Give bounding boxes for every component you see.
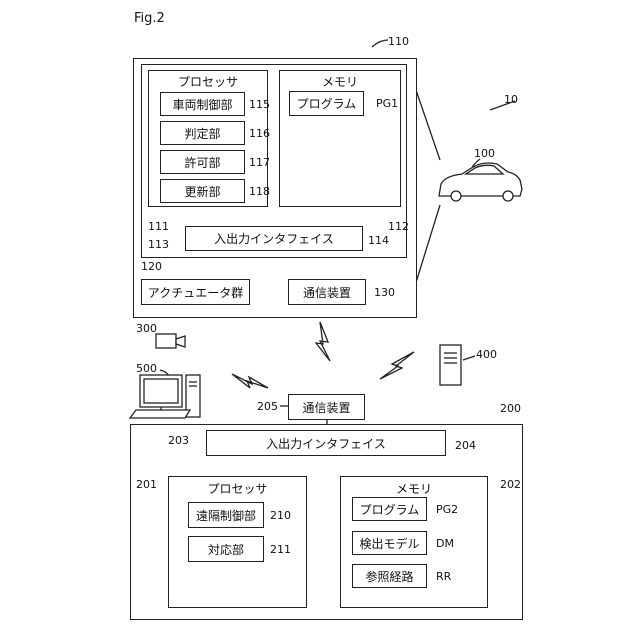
- remote-program: プログラム: [352, 497, 427, 521]
- remote-io-interface: 入出力インタフェイス: [206, 430, 446, 456]
- remote-comm-ref: 205: [257, 400, 278, 413]
- judgment-unit: 判定部: [160, 121, 245, 145]
- vehicle-memory-ref: 112: [388, 220, 409, 233]
- wireless-signal-icon: [232, 374, 268, 388]
- judgment-unit-ref: 116: [249, 127, 270, 140]
- remote-program-ref: PG2: [436, 503, 458, 516]
- wireless-signal-icon: [380, 352, 414, 379]
- remote-memory-ref: 202: [500, 478, 521, 491]
- vehicle-processor-title: プロセッサ: [149, 73, 267, 90]
- remote-control-unit: 遠隔制御部: [188, 502, 264, 528]
- car-ref: 100: [474, 147, 495, 160]
- response-unit: 対応部: [188, 536, 264, 562]
- server-icon: [440, 345, 461, 385]
- figure-title: Fig.2: [134, 12, 165, 26]
- remote-memory-title: メモリ: [341, 480, 487, 497]
- terminal-ref: 500: [136, 362, 157, 375]
- vehicle-io-ref-right: 114: [368, 234, 389, 247]
- vehicle-program-ref: PG1: [376, 97, 398, 110]
- response-unit-ref: 211: [270, 543, 291, 556]
- remote-comm-device: 通信装置: [288, 394, 365, 420]
- vehicle-comm-device: 通信装置: [288, 279, 366, 305]
- vehicle-processor-ref: 111: [148, 220, 169, 233]
- camera-icon: [156, 334, 185, 348]
- vehicle-io-ref-left: 113: [148, 238, 169, 251]
- wireless-signal-icon: [316, 322, 330, 361]
- remote-processor-title: プロセッサ: [169, 480, 306, 497]
- remote-processor-ref: 201: [136, 478, 157, 491]
- system-ref: 10: [504, 93, 518, 106]
- permission-unit-ref: 117: [249, 156, 270, 169]
- remote-io-ref-left: 203: [168, 434, 189, 447]
- server-ref: 400: [476, 348, 497, 361]
- actuator-group: アクチュエータ群: [141, 279, 250, 305]
- actuator-group-ref: 120: [141, 260, 162, 273]
- computer-icon: [130, 375, 200, 418]
- vehicle-io-interface: 入出力インタフェイス: [185, 226, 363, 251]
- remote-io-ref-right: 204: [455, 439, 476, 452]
- vehicle-comm-ref: 130: [374, 286, 395, 299]
- vehicle-ref: 110: [388, 35, 409, 48]
- update-unit: 更新部: [160, 179, 245, 203]
- vehicle-memory-title: メモリ: [280, 73, 400, 90]
- vehicle-control-unit: 車両制御部: [160, 92, 245, 116]
- vehicle-program: プログラム: [289, 91, 364, 116]
- reference-route: 参照経路: [352, 564, 427, 588]
- permission-unit: 許可部: [160, 150, 245, 174]
- camera-ref: 300: [136, 322, 157, 335]
- remote-ref: 200: [500, 402, 521, 415]
- car-icon: [439, 163, 522, 201]
- detection-model-ref: DM: [436, 537, 454, 550]
- vehicle-control-unit-ref: 115: [249, 98, 270, 111]
- reference-route-ref: RR: [436, 570, 451, 583]
- remote-control-unit-ref: 210: [270, 509, 291, 522]
- update-unit-ref: 118: [249, 185, 270, 198]
- detection-model: 検出モデル: [352, 531, 427, 555]
